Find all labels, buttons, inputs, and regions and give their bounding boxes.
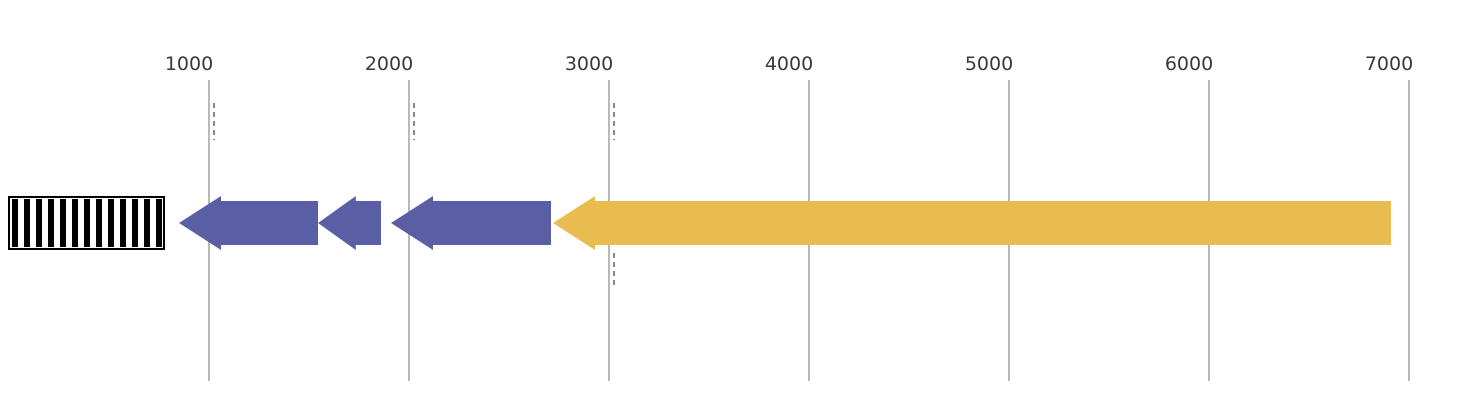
- hatch-stripe: [96, 199, 102, 247]
- gene-arrow-gene-4: [553, 196, 1391, 250]
- tick-label-6000: 6000: [1165, 53, 1213, 75]
- gene-arrow-gene-3: [391, 196, 551, 250]
- hatch-stripe: [132, 199, 138, 247]
- hatch-stripe: [144, 199, 150, 247]
- gene-arrow-gene-2: [318, 196, 381, 250]
- hatch-stripe: [108, 199, 114, 247]
- hatch-stripe: [60, 199, 66, 247]
- tick-label-3000: 3000: [565, 53, 613, 75]
- tick-label-1000: 1000: [165, 53, 213, 75]
- hatch-stripe: [156, 199, 162, 247]
- tick-label-7000: 7000: [1365, 53, 1413, 75]
- gene-arrow-gene-1: [179, 196, 318, 250]
- hatch-stripe: [48, 199, 54, 247]
- hatch-stripe: [72, 199, 78, 247]
- hatch-stripe: [12, 199, 18, 247]
- hatch-stripe: [84, 199, 90, 247]
- tick-label-2000: 2000: [365, 53, 413, 75]
- tick-label-4000: 4000: [765, 53, 813, 75]
- tick-label-5000: 5000: [965, 53, 1013, 75]
- hatch-stripe: [120, 199, 126, 247]
- hatch-stripe: [36, 199, 42, 247]
- hatch-stripe: [24, 199, 30, 247]
